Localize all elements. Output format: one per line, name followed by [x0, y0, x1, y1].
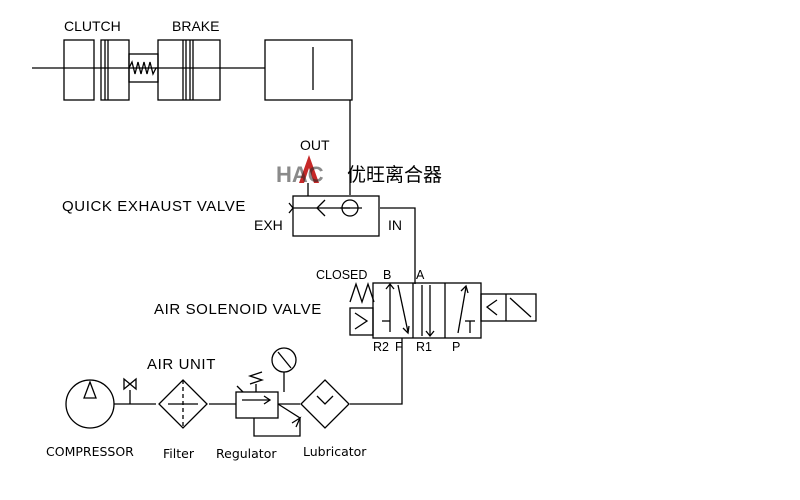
filter-label: Filter [163, 446, 195, 461]
port-r2-label: R2 [373, 340, 389, 354]
lubricator-symbol: Lubricator [300, 379, 367, 459]
clutch-label: CLUTCH [64, 18, 121, 34]
clutch-brake-assembly: CLUTCH BRAKE [32, 18, 353, 101]
brake-label: BRAKE [172, 18, 219, 34]
exhaust-triangle [288, 202, 294, 214]
quick-exhaust-valve: QUICK EXHAUST VALVE EXH IN OUT [62, 137, 402, 237]
chinese-company-name: 优旺离合器 [347, 164, 442, 186]
out-port-label: OUT [300, 137, 330, 153]
port-a-label: A [416, 268, 425, 282]
filter-symbol: Filter [158, 379, 208, 461]
pilot-actuator-box [349, 307, 374, 336]
actuator-cylinder [264, 39, 353, 101]
quick-exhaust-valve-label: QUICK EXHAUST VALVE [62, 198, 246, 215]
shutoff-valve-symbol [123, 377, 137, 404]
brake-symbol [157, 39, 221, 101]
air-lines [114, 100, 416, 405]
valve-envelope-left [382, 282, 410, 335]
solenoid-coil-symbol [480, 293, 537, 322]
in-port-label: IN [388, 217, 402, 233]
clutch-symbol [63, 39, 130, 101]
hac-watermark: HAC 优旺离合器 [276, 155, 442, 187]
port-p-label: P [452, 340, 460, 354]
qev-body [292, 195, 380, 237]
pressure-gauge-symbol [271, 347, 297, 392]
air-solenoid-valve: CLOSED B A AIR SOLENOID VALVE R2 F R1 P [154, 268, 537, 354]
lubricator-label: Lubricator [303, 444, 367, 459]
regulator-label: Regulator [216, 446, 277, 461]
air-unit: AIR UNIT COMPRESSOR Filter [46, 347, 367, 461]
valve-envelope-centre [421, 285, 435, 338]
air-unit-label: AIR UNIT [147, 356, 216, 373]
port-r1-label: R1 [416, 340, 432, 354]
closed-label: CLOSED [316, 268, 367, 282]
air-solenoid-valve-label: AIR SOLENOID VALVE [154, 301, 322, 318]
hac-logo-text: HAC [276, 162, 324, 187]
valve-envelope-right [457, 284, 475, 334]
compressor-label: COMPRESSOR [46, 444, 134, 459]
compressor-symbol: COMPRESSOR [46, 379, 134, 459]
line-in-to-port-a [380, 207, 416, 284]
port-f-label: F [395, 340, 403, 354]
line-p-to-lubricator [350, 338, 403, 405]
return-spring-symbol [349, 281, 375, 305]
regulator-symbol: Regulator [216, 371, 302, 461]
exh-port-label: EXH [254, 217, 283, 233]
hac-logo-a-mark [299, 155, 319, 183]
port-b-label: B [383, 268, 391, 282]
